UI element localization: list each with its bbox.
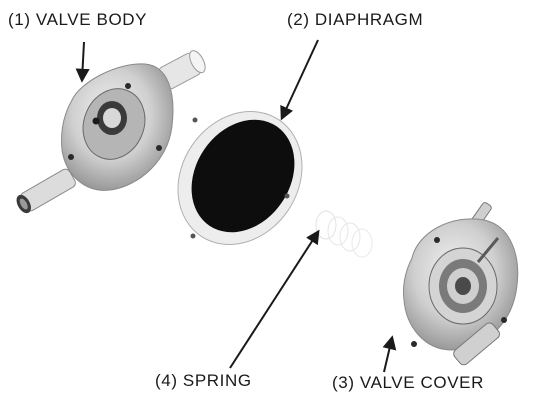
diaphragm-arrow bbox=[282, 40, 318, 118]
spring-label: (4) SPRING bbox=[155, 371, 252, 391]
valve-body-arrow bbox=[82, 42, 84, 80]
spring bbox=[316, 211, 372, 257]
valve-cover-arrow bbox=[384, 338, 392, 372]
valve-body-label: (1) VALVE BODY bbox=[8, 10, 147, 30]
valve-cover-label: (3) VALVE COVER bbox=[332, 373, 484, 393]
diaphragm bbox=[153, 88, 327, 269]
valve-cover bbox=[403, 201, 517, 366]
diaphragm-label: (2) DIAPHRAGM bbox=[287, 10, 423, 30]
spring-arrow bbox=[230, 232, 318, 368]
